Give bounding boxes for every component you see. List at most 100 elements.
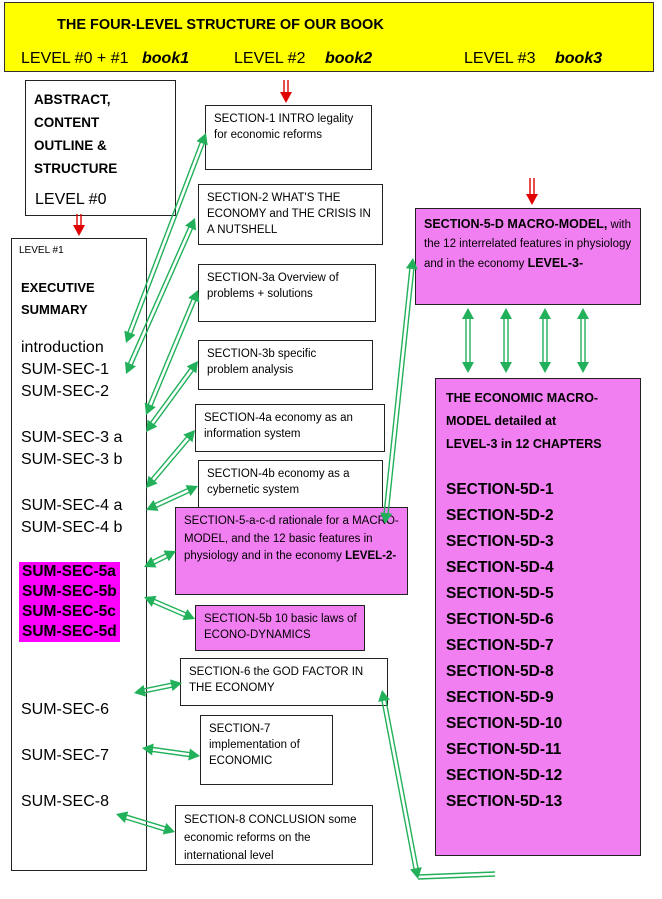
arrow-macro-detail-4	[580, 317, 586, 364]
detail-title-line: LEVEL-3 in 12 CHAPTERS	[446, 437, 602, 451]
exec-sum-sec-4b: SUM-SEC-4 b	[21, 519, 123, 536]
exec-sum-sec-3a: SUM-SEC-3 a	[21, 429, 123, 446]
exec-sum-sec-5-group: SUM-SEC-5a SUM-SEC-5b SUM-SEC-5c SUM-SEC…	[19, 562, 120, 642]
section-1-box: SECTION-1 INTRO legality for economic re…	[205, 105, 372, 170]
arrow-sum2-s3a	[146, 297, 198, 408]
header-banner: THE FOUR-LEVEL STRUCTURE OF OUR BOOK LEV…	[4, 2, 654, 72]
arrow-macro-detail-4-head	[577, 362, 589, 373]
arrow-macro-detail-4-tail	[577, 308, 589, 319]
arrow-sum8-s8-tail	[116, 811, 129, 823]
section-5acd-text: SECTION-5-a-c-d rationale for a MACRO-MO…	[184, 515, 399, 562]
section-8-text: SECTION-8 CONCLUSION some economic refor…	[184, 814, 357, 862]
section-3a-box: SECTION-3a Overview of problems + soluti…	[198, 264, 376, 322]
detail-title-line: THE ECONOMIC MACRO-	[446, 391, 599, 405]
macro-model-level: LEVEL-3-	[527, 256, 584, 270]
section-4b-text: SECTION-4b economy as a cybernetic syste…	[207, 468, 350, 496]
detail-title-line: MODEL detailed at	[446, 414, 557, 428]
arrow-sum5b-s5b-head	[182, 609, 195, 621]
arrow-sum3a-s3b-tail	[146, 419, 158, 432]
section-3b-text: SECTION-3b specific problem analysis	[207, 348, 317, 376]
arrow-macro-detail-1-head	[462, 362, 474, 373]
abstract-box: ABSTRACT, CONTENT OUTLINE & STRUCTURE LE…	[25, 80, 176, 216]
detail-item: SECTION-5D-6	[446, 611, 554, 628]
arrow-sum7-s7-head	[188, 748, 200, 761]
exec-sum-sec-7: SUM-SEC-7	[21, 747, 110, 764]
arrow-macro-detail-2	[503, 317, 509, 364]
arrow-sum3b-s4a-tail	[146, 475, 158, 488]
arrow-macro-detail-1	[465, 317, 471, 364]
abstract-title-line: CONTENT	[34, 115, 100, 130]
detail-item: SECTION-5D-8	[446, 663, 554, 680]
section-5b-box: SECTION-5b 10 basic laws of ECONO-DYNAMI…	[195, 605, 365, 651]
red-arrow-level1	[76, 214, 82, 227]
detail-item: SECTION-5D-3	[446, 533, 554, 550]
exec-intro: introduction	[21, 339, 104, 356]
exec-sum-sec-8: SUM-SEC-8	[21, 793, 110, 810]
arrow-sum5a-s5acd-head	[163, 550, 176, 562]
arrow-sum8-s8-head	[162, 823, 175, 835]
detail-item: SECTION-5D-13	[446, 793, 563, 810]
arrow-s6-bottom-head	[378, 690, 390, 702]
arrow-intro-s1	[126, 140, 206, 336]
exec-sum-sec-2: SUM-SEC-2	[21, 383, 110, 400]
exec-title-line: SUMMARY	[21, 302, 88, 317]
arrow-s5acd-macro-head	[405, 258, 418, 270]
section-1-text: SECTION-1 INTRO legality for economic re…	[214, 113, 354, 141]
header-book3: book3	[555, 50, 603, 67]
arrow-s5acd-macro-tail	[380, 512, 393, 524]
exec-sum-sec-5c: SUM-SEC-5c	[22, 603, 116, 620]
detail-item: SECTION-5D-2	[446, 507, 554, 524]
arrow-sum3a-s3b-head	[186, 361, 198, 374]
section-4b-box: SECTION-4b economy as a cybernetic syste…	[198, 460, 383, 508]
arrow-s5acd-macro	[383, 266, 415, 516]
arrow-sum3b-s4a-head	[183, 430, 195, 443]
section-4a-box: SECTION-4a economy as an information sys…	[195, 404, 385, 452]
section-2-text: SECTION-2 WHAT'S THE ECONOMY and THE CRI…	[207, 192, 371, 236]
arrow-macro-detail-3	[542, 317, 548, 364]
arrow-sum5b-s5b-tail	[144, 595, 157, 607]
section-6-text: SECTION-6 the GOD FACTOR IN THE ECONOMY	[189, 666, 364, 694]
arrow-sum5a-s5acd-tail	[144, 556, 157, 568]
abstract-title-line: OUTLINE &	[34, 138, 107, 153]
exec-sum-sec-5a: SUM-SEC-5a	[22, 563, 116, 580]
exec-title-line: EXECUTIVE	[21, 280, 95, 295]
section-5acd-box: SECTION-5-a-c-d rationale for a MACRO-MO…	[175, 507, 408, 595]
arrow-sum6-s6-head	[170, 679, 182, 692]
detail-item: SECTION-5D-12	[446, 767, 563, 784]
exec-sum-sec-5d: SUM-SEC-5d	[22, 623, 117, 640]
exec-sum-sec-5b: SUM-SEC-5b	[22, 583, 117, 600]
header-level01: LEVEL #0 + #1	[21, 50, 129, 67]
arrow-sum6-s6	[142, 682, 174, 694]
arrow-intro-s1-tail	[124, 330, 136, 343]
exec-level: LEVEL #1	[19, 245, 64, 256]
red-arrow-level3	[529, 178, 535, 196]
section-7-box: SECTION-7 implementation of ECONOMIC	[200, 715, 333, 785]
abstract-title-line: ABSTRACT,	[34, 92, 111, 107]
red-arrow-level1-head	[73, 225, 85, 236]
header-level3: LEVEL #3	[464, 50, 536, 67]
header-book2: book2	[325, 50, 373, 67]
detail-item: SECTION-5D-7	[446, 637, 554, 654]
macro-model-title: SECTION-5-D MACRO-MODEL,	[424, 217, 608, 231]
exec-sum-sec-3b: SUM-SEC-3 b	[21, 451, 123, 468]
arrow-sum5b-s5b	[151, 598, 188, 618]
section-5b-text: SECTION-5b 10 basic laws of ECONO-DYNAMI…	[204, 613, 357, 641]
section-7-text: SECTION-7 implementation of ECONOMIC	[209, 723, 300, 767]
arrow-sum3a-s3b	[149, 366, 195, 427]
arrow-sum1-s2-tail	[124, 361, 136, 374]
arrow-sum4a-s4b-head	[185, 485, 198, 497]
red-arrow-level3-head	[526, 194, 538, 205]
red-arrow-level2-head	[280, 92, 292, 103]
arrow-macro-detail-3-head	[539, 362, 551, 373]
arrow-macro-detail-3-tail	[539, 308, 551, 319]
exec-sum-sec-6: SUM-SEC-6	[21, 701, 110, 718]
arrow-sum4a-s4b	[153, 487, 191, 509]
header-level2: LEVEL #2	[234, 50, 306, 67]
arrow-sum2-s3a-tail	[144, 402, 156, 415]
abstract-title-line: STRUCTURE	[34, 161, 118, 176]
arrow-s6-bottom	[381, 698, 419, 871]
arrow-sum5a-s5acd	[150, 552, 170, 566]
arrow-sum1-s2-head	[185, 218, 197, 231]
detail-item: SECTION-5D-1	[446, 481, 554, 498]
